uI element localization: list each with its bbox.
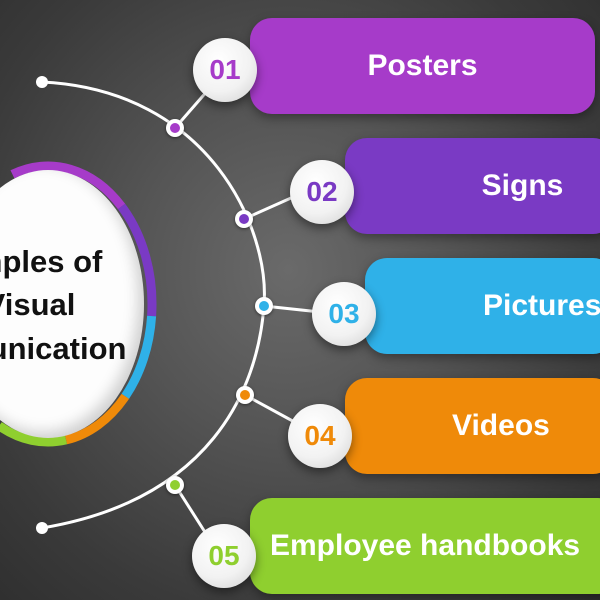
item-pill-videos: Videos	[345, 378, 600, 474]
arc-node-02	[235, 210, 253, 228]
item-number-05: 05	[208, 540, 240, 571]
ring-segment-pictures	[121, 315, 157, 399]
arc-node-01	[166, 119, 184, 137]
item-label-pictures: Pictures	[483, 289, 600, 322]
item-number-03: 03	[328, 298, 360, 329]
ring-segment-videos	[64, 393, 130, 445]
arc-node-03	[255, 297, 273, 315]
item-label-handbooks: Employee handbooks	[270, 529, 581, 562]
item-number-badge-05: 05	[192, 524, 256, 588]
arc-start-dot	[36, 76, 48, 88]
arc-node-04	[236, 386, 254, 404]
ring-segment-signs	[117, 203, 157, 317]
ring-segment-posters	[10, 161, 126, 210]
hub-color-ring	[0, 161, 157, 447]
hub-title: amples of Visual mmunication	[0, 160, 160, 450]
central-hub: amples of Visual mmunication	[0, 160, 180, 450]
item-number-badge-03: 03	[312, 282, 376, 346]
item-number-badge-01: 01	[193, 38, 257, 102]
item-number-badge-04: 04	[288, 404, 352, 468]
item-label-signs: Signs	[481, 169, 564, 202]
item-number-02: 02	[306, 176, 338, 207]
item-number-01: 01	[209, 54, 241, 85]
arc-node-05	[166, 476, 184, 494]
hub-title-line-3: mmunication	[0, 330, 127, 366]
item-number-badge-02: 02	[290, 160, 354, 224]
arc-end-dot	[36, 522, 48, 534]
ring-segment-handbooks	[0, 422, 68, 447]
item-label-posters: Posters	[367, 49, 478, 82]
item-number-04: 04	[304, 420, 336, 451]
connector-03	[263, 304, 321, 314]
item-pill-signs: Signs	[345, 138, 600, 234]
item-pill-handbooks: Employee handbooks	[250, 498, 600, 594]
hub-title-line-2: Visual	[0, 287, 76, 323]
item-label-videos: Videos	[452, 409, 550, 442]
item-pill-posters: Posters	[250, 18, 595, 114]
hub-title-line-1: amples of	[0, 243, 103, 279]
item-pill-pictures: Pictures	[365, 258, 600, 354]
